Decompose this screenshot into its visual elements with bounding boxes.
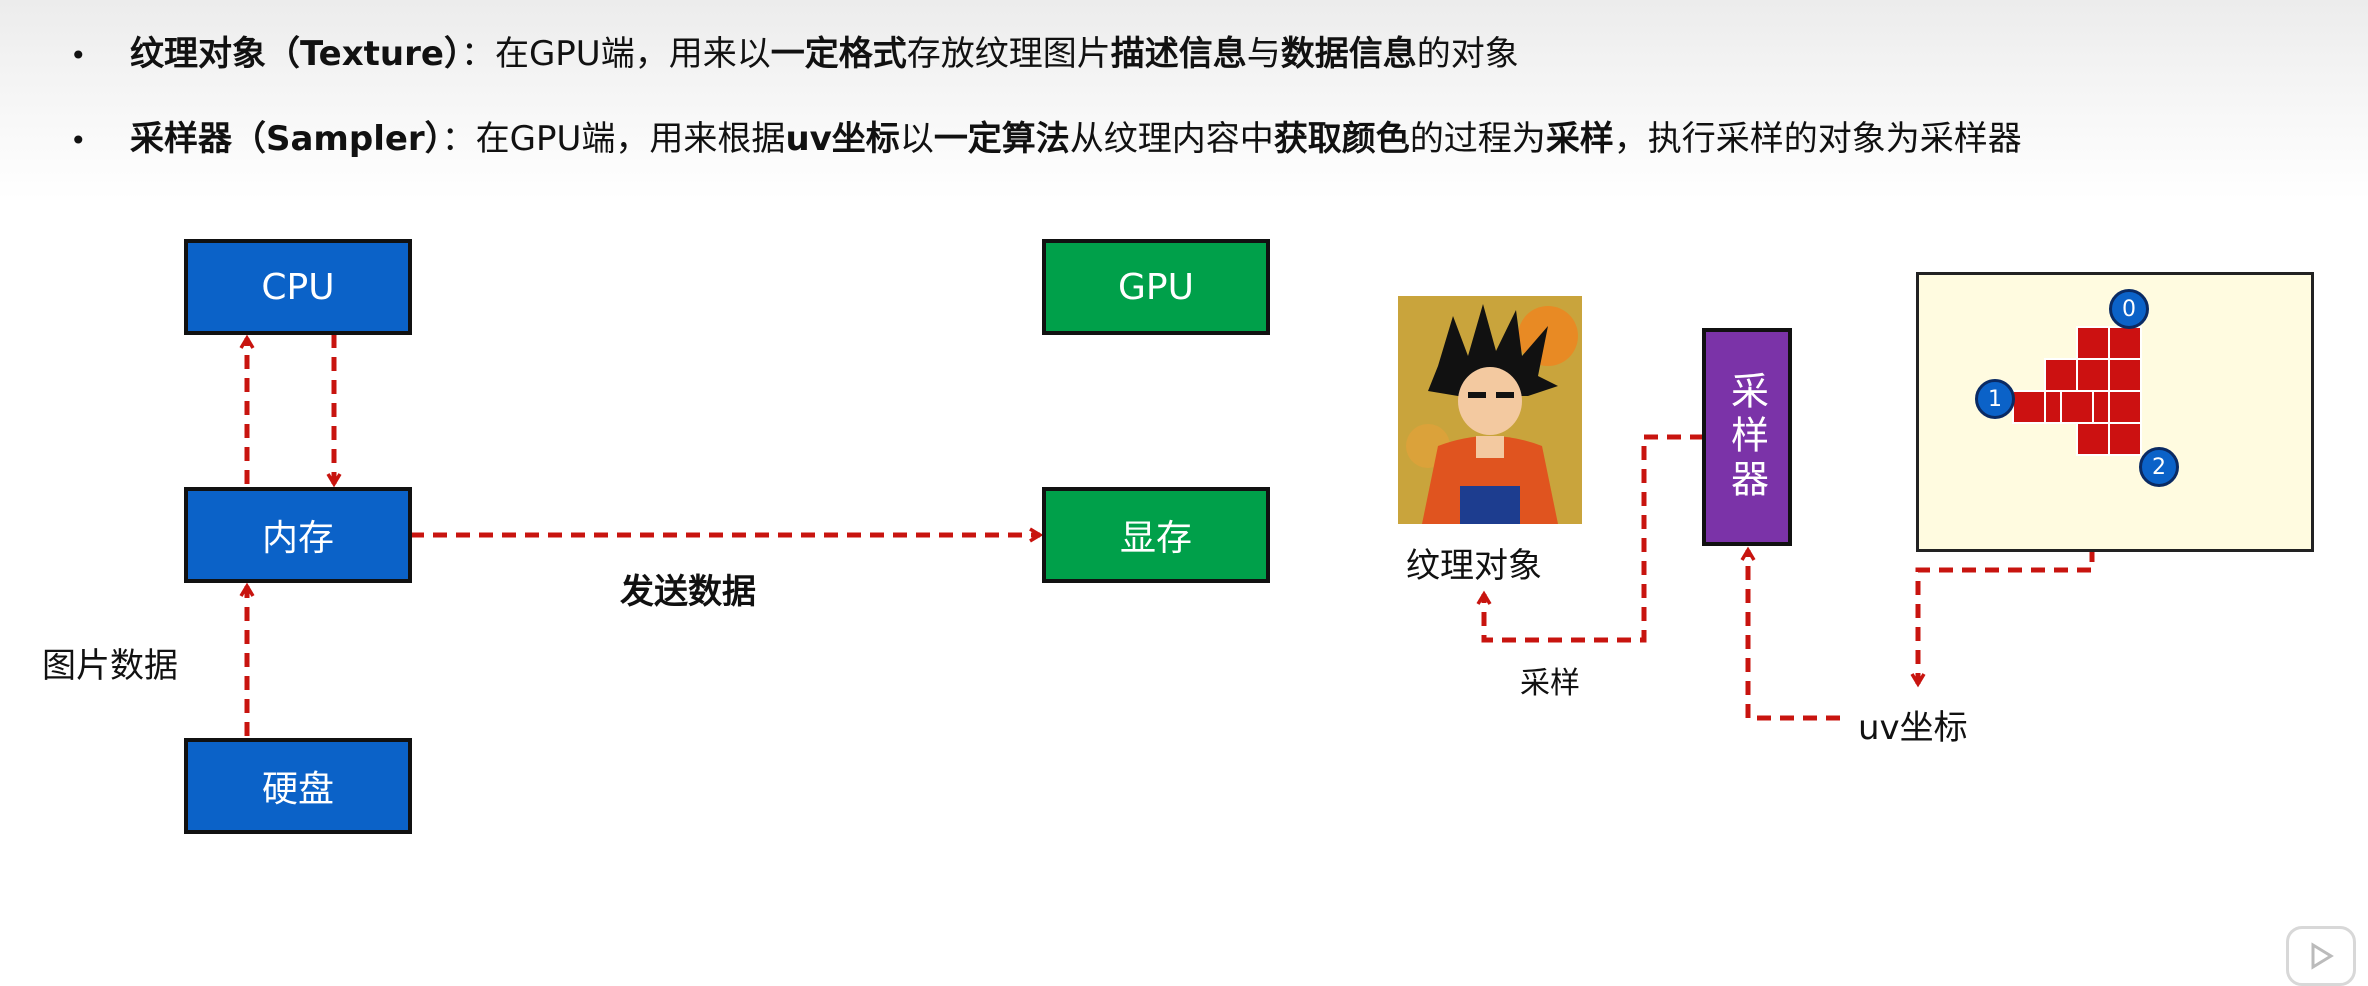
pixel-grid	[2012, 326, 2142, 456]
bullet-0-segment: 纹理对象（Texture）	[130, 34, 461, 74]
bullet-sampler-definition: • 采样器（Sampler）：在GPU端，用来根据uv坐标以一定算法从纹理内容中获…	[70, 119, 2022, 161]
gpu-label: GPU	[1118, 266, 1194, 308]
play-icon	[2311, 942, 2334, 970]
texture-object-label: 纹理对象	[1406, 546, 1542, 586]
bullet-0-segment: 的对象	[1416, 34, 1519, 74]
header-background	[0, 0, 2368, 200]
arrow-uv-to-sampler	[1740, 546, 1840, 721]
vram-box: 显存	[1042, 487, 1270, 583]
bullet-0-segment: 数据信息	[1280, 34, 1417, 74]
vram-label: 显存	[1119, 518, 1192, 559]
bullet-marker: •	[70, 39, 87, 72]
send-data-label: 发送数据	[620, 572, 756, 612]
sampler-box: 采样器	[1702, 328, 1792, 546]
arrow-sampler-to-texture	[1476, 434, 1704, 643]
disk-box: 硬盘	[184, 738, 412, 834]
bullet-0-segment: 一定格式	[770, 34, 907, 74]
bullet-1-segment: 从纹理内容中	[1069, 119, 1274, 159]
uv-node-0: 0	[2109, 289, 2149, 329]
bullet-1-segment: ：在GPU端，用来根据	[441, 119, 786, 159]
bullet-1-segment: ，执行采样的对象为采样器	[1613, 119, 2022, 159]
uv-node-1: 1	[1975, 379, 2015, 419]
bullet-0-segment: 描述信息	[1110, 34, 1247, 74]
bullet-0-segment: ：在GPU端，用来以	[460, 34, 771, 74]
bullet-1-segment: 采样器（Sampler）	[130, 119, 442, 159]
bullet-0-segment: 存放纹理图片	[906, 34, 1111, 74]
play-button[interactable]	[2286, 926, 2356, 986]
image-data-label: 图片数据	[42, 646, 178, 686]
texture-image	[1398, 296, 1582, 524]
bullet-1-segment: uv坐标	[785, 119, 900, 159]
bullet-texture-definition: • 纹理对象（Texture）：在GPU端，用来以一定格式存放纹理图片描述信息与数…	[70, 34, 1519, 76]
disk-label: 硬盘	[261, 769, 334, 810]
bullet-1-segment: 一定算法	[933, 119, 1070, 159]
gpu-box: GPU	[1042, 239, 1270, 335]
bullet-marker: •	[70, 124, 87, 157]
sampler-label: 采样器	[1724, 371, 1769, 503]
uv-grid-panel: 0 1 2	[1916, 272, 2314, 552]
bullet-1-segment: 采样	[1545, 119, 1614, 159]
uv-coordinate-label: uv坐标	[1858, 708, 1968, 748]
cpu-label: CPU	[261, 266, 335, 308]
bullet-1-segment: 获取颜色	[1273, 119, 1410, 159]
sample-label: 采样	[1520, 666, 1580, 701]
memory-box: 内存	[184, 487, 412, 583]
cpu-box: CPU	[184, 239, 412, 335]
bullet-0-segment: 与	[1246, 34, 1281, 74]
memory-label: 内存	[261, 518, 334, 559]
bullet-1-segment: 的过程为	[1409, 119, 1546, 159]
bullet-1-segment: 以	[899, 119, 934, 159]
uv-node-2: 2	[2139, 447, 2179, 487]
